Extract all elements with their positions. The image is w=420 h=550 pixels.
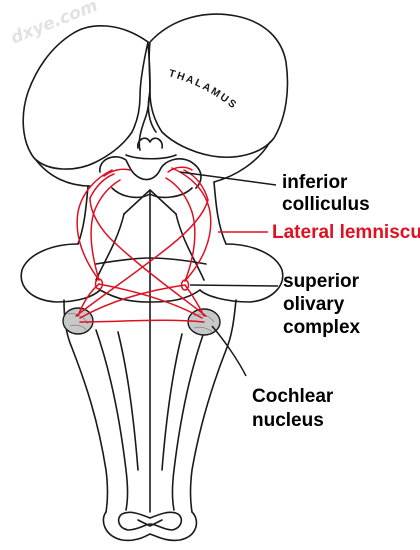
leader-lines: [179, 171, 279, 377]
label-cochlear-nucleus-line1: Cochlear: [252, 386, 334, 407]
cochlear-nucleus-left: [62, 307, 94, 335]
label-superior-olivary-line3: complex: [283, 317, 361, 338]
pathway-left-to-right-lower: [79, 319, 205, 323]
thalamus-label-text: THALAMUS: [167, 67, 240, 112]
thalamus-label: THALAMUS: [167, 67, 240, 112]
brainstem-outline: [20, 13, 289, 542]
pathway-left-to-olive: [77, 283, 100, 317]
thalamus-right: [148, 13, 289, 158]
label-lateral-lemniscus: Lateral lemniscus: [272, 222, 420, 243]
label-inferior-colliculus-line1: inferior: [282, 172, 348, 193]
leader-inferior-colliculus: [179, 171, 277, 186]
pons-left: [20, 243, 101, 303]
label-cochlear-nucleus-line2: nucleus: [252, 410, 324, 431]
auditory-pathway: [75, 166, 212, 323]
pathway-right-to-olive: [184, 284, 205, 317]
lateral-lemniscus-right-inner: [165, 177, 196, 282]
lateral-lemniscus-right-outer: [171, 167, 212, 282]
lateral-lemniscus-left-inner: [90, 179, 121, 281]
pathway-left-cross-high: [75, 199, 209, 317]
leader-superior-olivary: [189, 284, 279, 287]
thalamus-left: [22, 25, 149, 170]
label-inferior-colliculus-line2: colliculus: [282, 194, 370, 215]
pathway-right-to-left-upper: [98, 283, 203, 319]
leader-cochlear-nucleus: [211, 325, 247, 377]
colliculi: [99, 156, 202, 189]
spinal-cord: [102, 511, 198, 542]
pons-right: [199, 243, 284, 303]
label-superior-olivary-line1: superior: [283, 271, 360, 292]
lateral-lemniscus-left-outer: [76, 169, 113, 281]
superior-olivary-nuclei: [94, 278, 190, 291]
label-superior-olivary-line2: olivary: [283, 294, 345, 315]
pathway-left-to-right-upper: [79, 284, 186, 319]
